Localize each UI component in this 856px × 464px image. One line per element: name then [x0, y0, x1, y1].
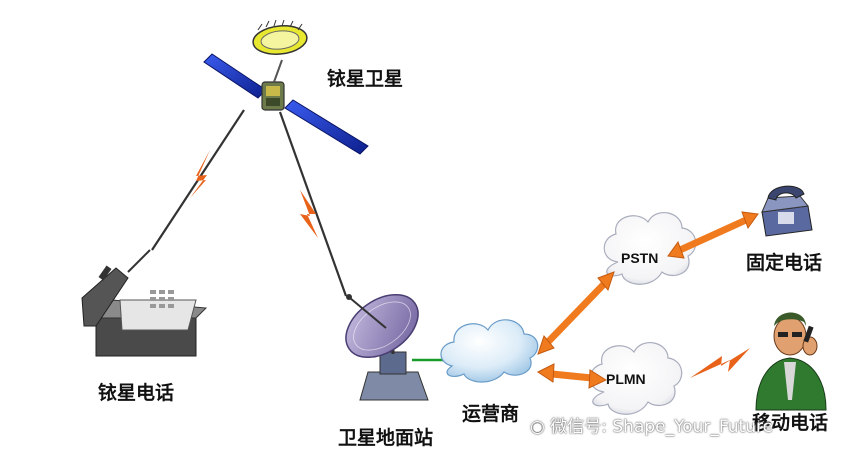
satellite-icon: [203, 19, 369, 155]
plmn-label: PLMN: [606, 371, 646, 387]
mobile-phone-label: 移动电话: [752, 412, 829, 434]
arrow-pstn-fixed: [667, 211, 759, 259]
plmn-cloud-icon: PLMN: [589, 342, 683, 415]
satellite-phone-label: 铱星电话: [98, 382, 175, 404]
pstn-label: PSTN: [621, 250, 658, 266]
lightning-icon-left: [190, 150, 210, 198]
satellite-label: 铱星卫星: [327, 68, 404, 90]
pstn-cloud-icon: PSTN: [603, 212, 697, 285]
ground-station-label: 卫星地面站: [338, 427, 434, 449]
mobile-phone-user-icon: [755, 312, 827, 411]
fixed-phone-icon: [761, 185, 813, 237]
sat-to-station-link: [278, 111, 348, 297]
arrow-operator-pstn: [537, 271, 615, 355]
satellite-phone-icon: [81, 249, 208, 357]
wechat-icon: ◉: [530, 417, 545, 437]
operator-cloud-icon: [440, 319, 539, 383]
fixed-phone-label: 固定电话: [746, 252, 823, 274]
watermark: ◉ 微信号: Shape_Your_Future: [530, 412, 773, 437]
watermark-text: 微信号: Shape_Your_Future: [550, 417, 774, 437]
arrow-operator-plmn: [537, 363, 608, 389]
ground-station-dish-icon: [345, 293, 429, 401]
lightning-icon-plmn: [690, 348, 750, 378]
operator-label: 运营商: [462, 403, 520, 425]
lightning-icon-right: [300, 190, 318, 238]
